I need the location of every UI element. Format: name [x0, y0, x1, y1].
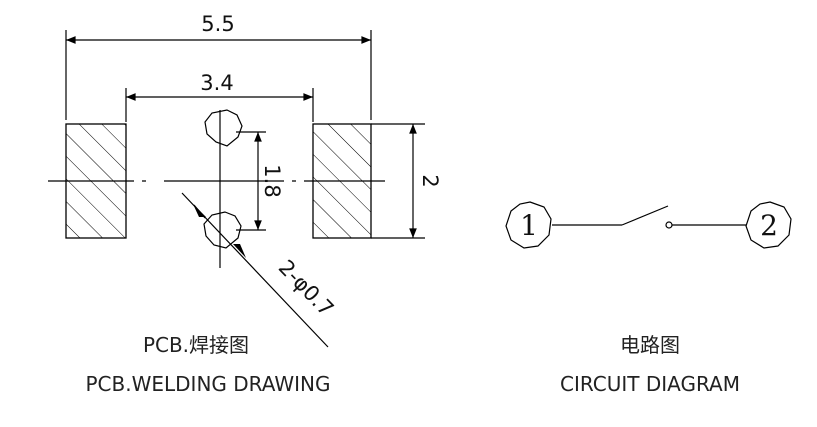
pcb-caption-cn: PCB.焊接图 [143, 333, 249, 357]
terminal-1-octagon [505, 201, 552, 249]
pcb-welding-drawing [48, 30, 425, 348]
switch-contact [665, 221, 673, 229]
dim-overall-width: 5.5 [201, 12, 234, 36]
terminal-2-label: 2 [760, 209, 778, 242]
pcb-caption-en: PCB.WELDING DRAWING [86, 372, 331, 396]
circuit-diagram [505, 201, 792, 249]
leader-arrowhead-lower [233, 244, 246, 258]
terminal-1-label: 1 [520, 209, 538, 242]
hole-bottom [203, 211, 242, 249]
leader-arrowhead-upper [193, 204, 206, 217]
circuit-caption-en: CIRCUIT DIAGRAM [560, 372, 740, 396]
switch-blade [621, 205, 669, 226]
diameter-leader-line [181, 192, 329, 348]
hole-top [204, 109, 243, 147]
circuit-caption-cn: 电路图 [620, 333, 680, 357]
dim-pad-height: 2 [418, 174, 442, 187]
dim-hole-callout: 2-φ0.7 [274, 255, 339, 321]
dim-pad-spacing: 3.4 [200, 71, 233, 95]
terminal-2-octagon [745, 201, 792, 249]
dim-hole-pitch: 1.8 [260, 164, 284, 197]
